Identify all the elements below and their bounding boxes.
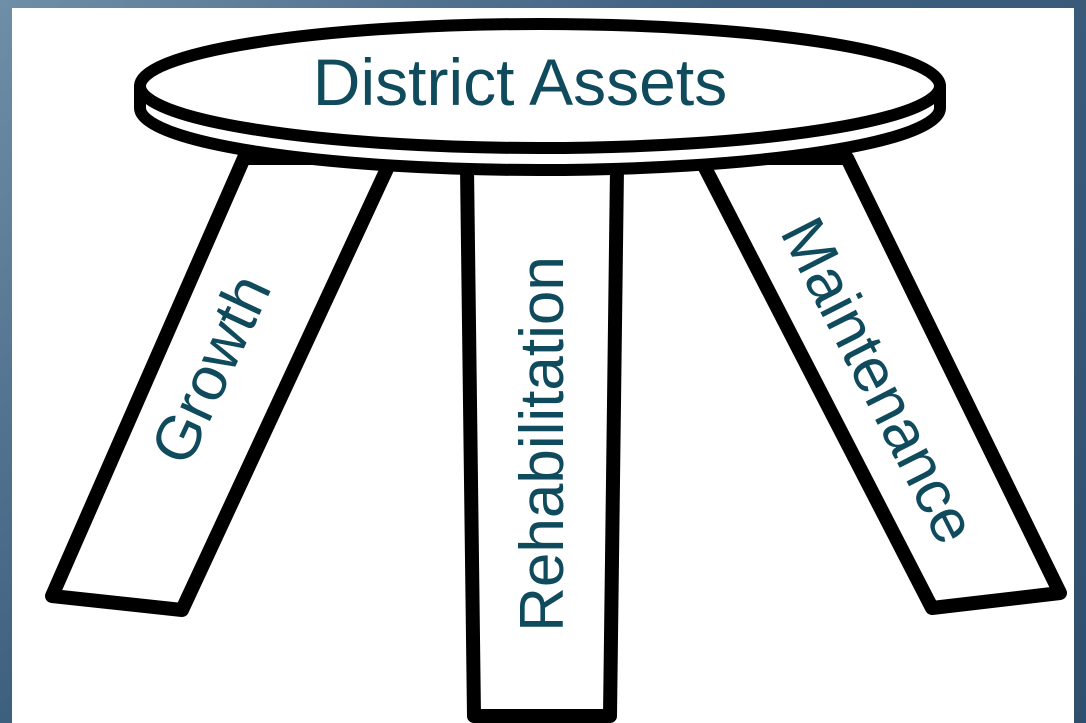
stool-diagram: District Assets Growth Rehabilitation Ma… bbox=[45, 18, 1067, 723]
diagram-canvas: District Assets Growth Rehabilitation Ma… bbox=[12, 8, 1074, 723]
stool-seat bbox=[134, 18, 946, 176]
seat-label: District Assets bbox=[313, 45, 727, 119]
leg-center-label: Rehabilitation bbox=[508, 256, 577, 632]
